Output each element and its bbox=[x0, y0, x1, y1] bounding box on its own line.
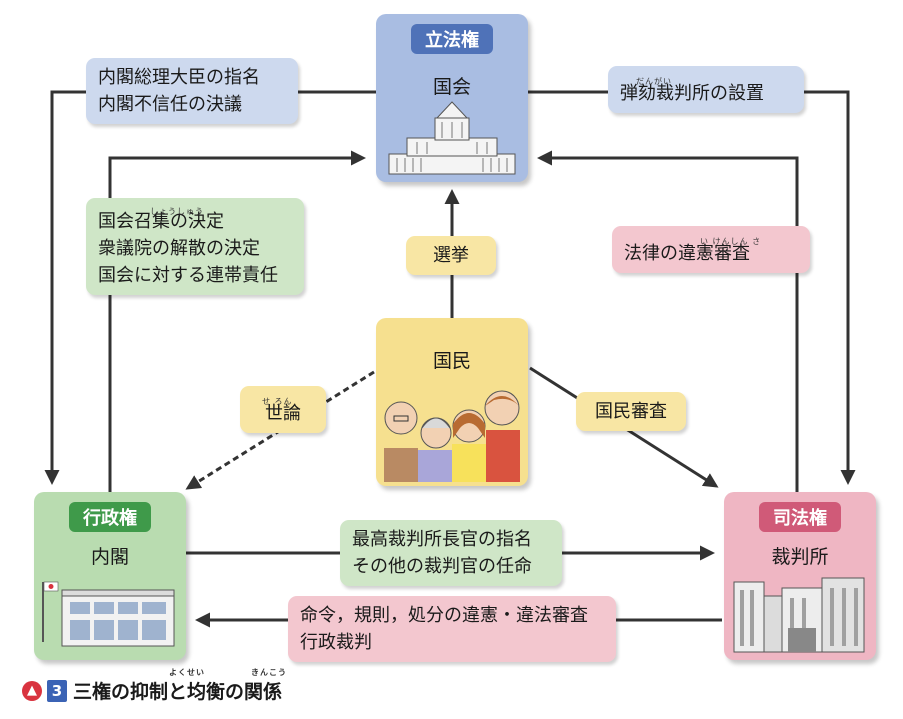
caption-text: 三権の抑制と均衡の関係 bbox=[73, 681, 283, 703]
caption-ruby-1: よくせい bbox=[169, 668, 205, 677]
figure-caption: ▲ 3 よくせい きんこう 三権の抑制と均衡の関係 bbox=[22, 668, 286, 704]
administrative-review-label: 命令，規則，処分の違憲・違法審査 行政裁判 bbox=[288, 596, 616, 662]
election-label: 選挙 bbox=[406, 236, 496, 275]
judicial-node: 司法権 裁判所 bbox=[724, 492, 876, 660]
arrow-legislative-to-judicial bbox=[526, 90, 856, 485]
family-icon bbox=[384, 390, 520, 482]
cabinet-nomination-line-2: 内閣不信任の決議 bbox=[98, 94, 242, 115]
chief-justice-line-2: その他の裁判官の任命 bbox=[352, 556, 532, 577]
arrow-executive-to-legislative bbox=[108, 150, 366, 492]
judicial-tag: 司法権 bbox=[759, 502, 841, 532]
executive-node: 行政権 内閣 bbox=[34, 492, 186, 660]
people-node: 国民 bbox=[376, 318, 528, 486]
people-name: 国民 bbox=[432, 350, 471, 372]
impeachment-text: 弾劾裁判所の設置 bbox=[620, 83, 764, 104]
arrow-judicial-to-legislative bbox=[537, 150, 799, 492]
executive-name: 内閣 bbox=[90, 546, 129, 568]
impeachment-label: だんがい 弾劾裁判所の設置 bbox=[608, 66, 804, 113]
legislative-node: 立法権 国会 bbox=[376, 14, 528, 182]
public-opinion-label: せ ろん 世論 bbox=[240, 386, 326, 433]
up-arrow-icon: ▲ bbox=[22, 680, 42, 701]
executive-tag: 行政権 bbox=[69, 502, 151, 532]
diet-convocation-line-2: 衆議院の解散の決定 bbox=[98, 238, 260, 259]
caption-ruby-2: きんこう bbox=[251, 668, 287, 677]
impeachment-ruby: だんがい bbox=[636, 77, 672, 86]
cabinet-nomination-line-1: 内閣総理大臣の指名 bbox=[98, 67, 260, 88]
chief-justice-label: 最高裁判所長官の指名 その他の裁判官の任命 bbox=[340, 520, 562, 586]
judicial-review-text: 法律の違憲審査 bbox=[624, 243, 750, 264]
administrative-review-line-1: 命令，規則，処分の違憲・違法審査 bbox=[300, 605, 588, 626]
judicial-review-ruby: い けんしん さ bbox=[700, 237, 762, 246]
judicial-name: 裁判所 bbox=[771, 546, 829, 568]
legislative-name: 国会 bbox=[432, 76, 471, 98]
public-opinion-text: 世論 bbox=[265, 403, 301, 424]
election-text: 選挙 bbox=[433, 245, 469, 266]
figure-number: 3 bbox=[47, 679, 67, 702]
diet-convocation-line-1: 国会召集の決定 bbox=[98, 211, 224, 232]
chief-justice-line-1: 最高裁判所長官の指名 bbox=[352, 529, 532, 550]
diet-convocation-label: しょうしゅう 国会召集の決定 衆議院の解散の決定 国会に対する連帯責任 bbox=[86, 198, 304, 295]
national-review-text: 国民審査 bbox=[595, 401, 667, 422]
national-review-label: 国民審査 bbox=[576, 392, 686, 431]
judicial-review-label: い けんしん さ 法律の違憲審査 bbox=[612, 226, 810, 273]
arrow-people-to-executive bbox=[185, 370, 375, 490]
legislative-tag: 立法権 bbox=[411, 24, 493, 54]
caption-text-wrap: よくせい きんこう 三権の抑制と均衡の関係 bbox=[73, 668, 286, 704]
administrative-review-line-2: 行政裁判 bbox=[300, 632, 372, 653]
diet-convocation-line-3: 国会に対する連帯責任 bbox=[98, 265, 278, 286]
supreme-court-icon bbox=[733, 577, 865, 653]
cabinet-building-icon bbox=[42, 581, 175, 647]
public-opinion-ruby: せ ろん bbox=[262, 397, 293, 406]
cabinet-nomination-label: 内閣総理大臣の指名 内閣不信任の決議 bbox=[86, 58, 298, 124]
convocation-ruby: しょうしゅう bbox=[150, 207, 204, 216]
diet-building-icon bbox=[388, 101, 516, 175]
